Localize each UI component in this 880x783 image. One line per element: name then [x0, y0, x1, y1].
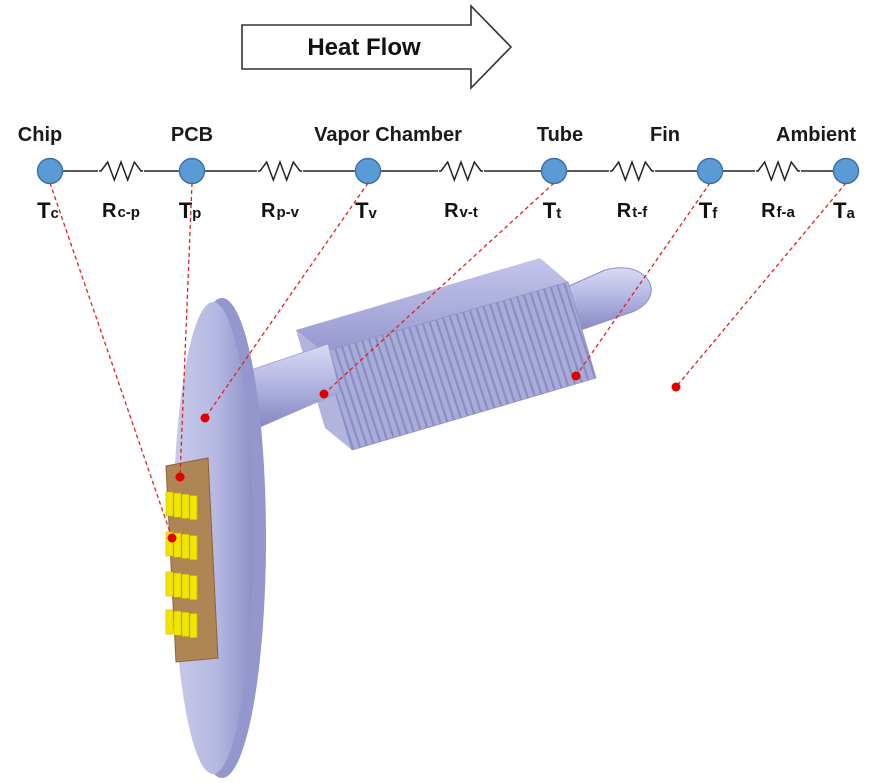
temperature-label: Tv [355, 198, 377, 223]
network-node [36, 157, 64, 185]
network-node [178, 157, 206, 185]
heat-flow-arrow: Heat Flow [241, 4, 513, 90]
resistor-zigzag-icon [439, 159, 483, 183]
chip-block [181, 574, 190, 599]
node-label: Ambient [776, 124, 856, 146]
temperature-label: Tc [37, 198, 59, 223]
resistor-label: Rp-v [261, 200, 300, 222]
network-node [354, 157, 382, 185]
chip-block [189, 575, 198, 600]
chip-block [173, 610, 182, 636]
location-marker [671, 382, 681, 392]
node-label: PCB [171, 124, 213, 146]
resistor-gap [257, 168, 303, 174]
location-marker [200, 413, 210, 423]
location-marker [167, 533, 177, 543]
location-marker [319, 389, 329, 399]
resistor-gap [98, 168, 144, 174]
leader-line [49, 182, 173, 539]
chip-block [173, 532, 182, 558]
resistor-gap [609, 168, 655, 174]
network-node [696, 157, 724, 185]
resistor-zigzag-icon [99, 159, 143, 183]
chip-block [165, 609, 174, 635]
heat-pipe-model [165, 258, 652, 778]
leader-line [675, 182, 847, 388]
temperature-label: Tp [179, 198, 202, 223]
resistor-label: Rf-a [761, 200, 795, 222]
tube-end-bend [559, 267, 652, 333]
node-label: Fin [650, 124, 680, 146]
node-label: Vapor Chamber [314, 124, 462, 146]
fin-stack-top [296, 258, 568, 352]
chip-block [189, 613, 198, 638]
chip-block [165, 491, 174, 517]
node-label: Chip [18, 124, 62, 146]
chip-block [181, 534, 190, 559]
chip-block [189, 535, 198, 560]
fin-stack-front [322, 281, 597, 451]
chip-block [189, 495, 198, 520]
chip-array [165, 491, 198, 638]
resistor-zigzag-icon [258, 159, 302, 183]
network-node [540, 157, 568, 185]
chip-block [181, 494, 190, 519]
temperature-label: Tf [699, 198, 718, 223]
leader-lines [49, 182, 847, 543]
resistor-label: Rt-f [617, 200, 648, 222]
leader-line [204, 182, 369, 419]
location-marker [571, 371, 581, 381]
chip-block [173, 492, 182, 518]
leader-line [323, 182, 555, 395]
chip-block [165, 571, 174, 597]
node-label: Tube [537, 124, 583, 146]
resistor-zigzag-icon [610, 159, 654, 183]
temperature-label: Ta [833, 198, 855, 223]
heat-flow-arrow-icon [241, 4, 513, 90]
resistor-gap [755, 168, 801, 174]
resistor-zigzag-icon [756, 159, 800, 183]
heat-flow-label: Heat Flow [307, 34, 421, 61]
location-marker [175, 472, 185, 482]
chip-block [173, 572, 182, 598]
leader-line [179, 182, 193, 478]
resistor-gap [438, 168, 484, 174]
resistor-label: Rv-t [444, 200, 478, 222]
chip-block [165, 531, 174, 557]
chip-block [181, 612, 190, 637]
fin-stack [296, 258, 597, 451]
resistor-label: Rc-p [102, 200, 140, 222]
network-node [832, 157, 860, 185]
temperature-label: Tt [543, 198, 561, 223]
